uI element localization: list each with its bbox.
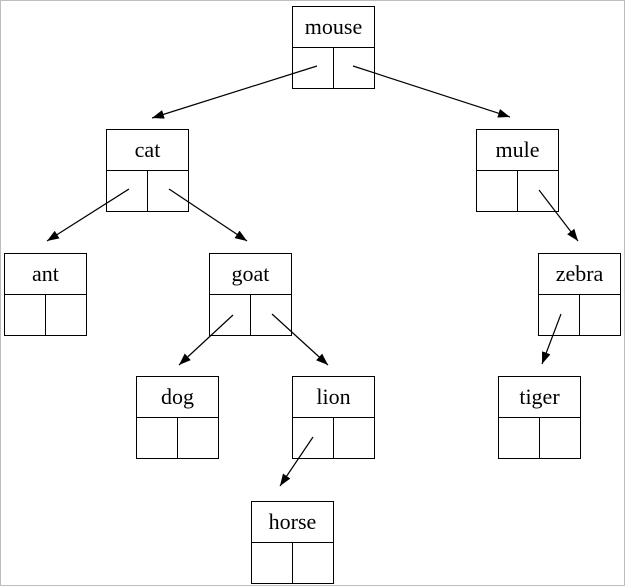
node-label-ant: ant — [5, 254, 86, 295]
node-pointer-row-goat — [210, 295, 291, 335]
left-pointer-cell-zebra — [539, 295, 580, 335]
node-label-cat: cat — [107, 130, 188, 171]
tree-node-mouse: mouse — [292, 6, 375, 89]
left-pointer-cell-cat — [107, 171, 148, 211]
node-label-horse: horse — [252, 502, 333, 543]
node-pointer-row-ant — [5, 295, 86, 335]
tree-node-dog: dog — [136, 376, 219, 459]
left-pointer-cell-mule — [477, 171, 518, 211]
tree-node-cat: cat — [106, 129, 189, 212]
right-pointer-cell-dog — [178, 418, 218, 458]
node-label-zebra: zebra — [539, 254, 620, 295]
left-pointer-cell-horse — [252, 543, 293, 583]
node-pointer-row-horse — [252, 543, 333, 583]
left-pointer-cell-tiger — [499, 418, 540, 458]
left-pointer-cell-lion — [293, 418, 334, 458]
left-pointer-cell-mouse — [293, 48, 334, 88]
right-pointer-cell-mule — [518, 171, 558, 211]
tree-node-mule: mule — [476, 129, 559, 212]
node-pointer-row-mouse — [293, 48, 374, 88]
right-pointer-cell-zebra — [580, 295, 620, 335]
node-pointer-row-tiger — [499, 418, 580, 458]
tree-node-goat: goat — [209, 253, 292, 336]
tree-node-lion: lion — [292, 376, 375, 459]
right-pointer-cell-tiger — [540, 418, 580, 458]
tree-node-zebra: zebra — [538, 253, 621, 336]
node-label-lion: lion — [293, 377, 374, 418]
right-pointer-cell-lion — [334, 418, 374, 458]
node-label-dog: dog — [137, 377, 218, 418]
node-label-mule: mule — [477, 130, 558, 171]
node-label-tiger: tiger — [499, 377, 580, 418]
node-label-goat: goat — [210, 254, 291, 295]
right-pointer-cell-cat — [148, 171, 188, 211]
right-pointer-cell-goat — [251, 295, 291, 335]
tree-node-horse: horse — [251, 501, 334, 584]
left-pointer-cell-ant — [5, 295, 46, 335]
node-pointer-row-zebra — [539, 295, 620, 335]
node-pointer-row-cat — [107, 171, 188, 211]
node-pointer-row-mule — [477, 171, 558, 211]
tree-node-tiger: tiger — [498, 376, 581, 459]
left-pointer-cell-dog — [137, 418, 178, 458]
left-pointer-cell-goat — [210, 295, 251, 335]
edge-mouse-right-to-mule — [352, 65, 511, 118]
node-pointer-row-lion — [293, 418, 374, 458]
right-pointer-cell-ant — [46, 295, 86, 335]
right-pointer-cell-mouse — [334, 48, 374, 88]
node-pointer-row-dog — [137, 418, 218, 458]
node-label-mouse: mouse — [293, 7, 374, 48]
tree-node-ant: ant — [4, 253, 87, 336]
right-pointer-cell-horse — [293, 543, 333, 583]
